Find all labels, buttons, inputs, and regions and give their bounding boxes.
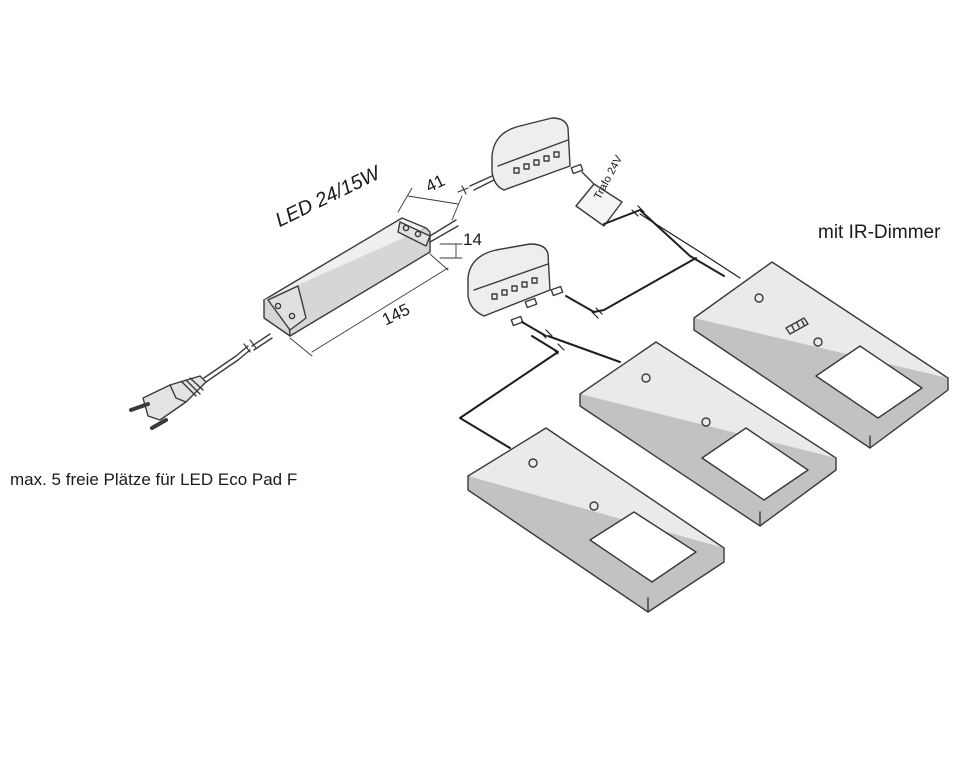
power-cord xyxy=(203,333,273,383)
connector-plugs xyxy=(510,163,584,327)
dimension-lines xyxy=(289,187,463,357)
caption-ir-dimmer: mit IR-Dimmer xyxy=(818,222,941,243)
led-pad-left xyxy=(467,427,725,613)
power-plug-icon xyxy=(129,375,207,430)
led-pad-right xyxy=(693,261,949,449)
led-pad-middle xyxy=(579,341,837,527)
led-driver xyxy=(263,217,459,337)
distributor-box-upper xyxy=(457,117,571,195)
caption-free-slots: max. 5 freie Plätze für LED Eco Pad F xyxy=(10,470,298,489)
trafo-tag xyxy=(575,171,623,227)
cables xyxy=(459,205,741,449)
dimension-height-label: 14 xyxy=(463,230,482,249)
distributor-box-lower xyxy=(467,243,551,317)
